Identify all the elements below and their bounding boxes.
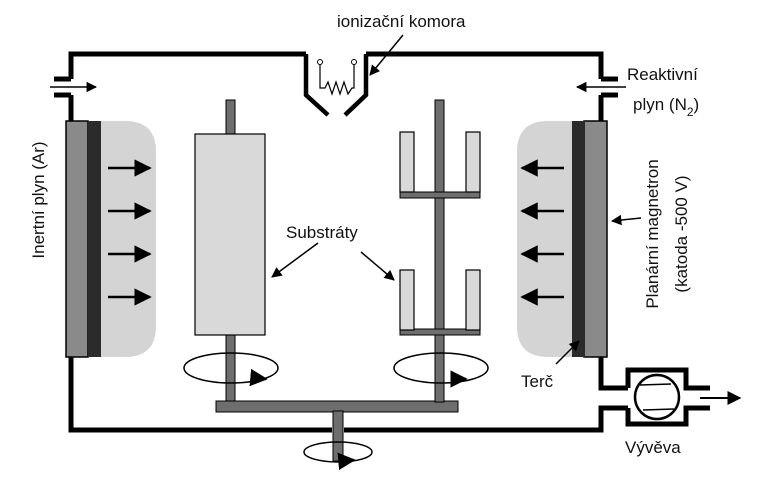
crossbar [215,400,459,413]
right-magnetron [517,120,608,358]
lower-tray [399,328,481,336]
rotation-indicators [183,352,489,471]
magnetron-label-line1: Planární magnetron [643,159,662,308]
left-target-plate [65,120,89,358]
reactive-gas-label-line1: Reaktivní [627,65,698,84]
filament-icon [319,63,355,96]
substrate-small [465,269,481,331]
substrate-leader-arrow-right [360,251,395,281]
right-target [572,121,585,357]
ionization-chamber [303,54,369,117]
ionization-leader-arrow [369,34,404,76]
target-label: Terč [521,372,554,391]
wall-top-left [68,51,306,79]
substrate-small [399,131,415,193]
magnetron-label-line2: (katoda -500 V) [672,175,691,292]
vacuum-pump [625,367,742,427]
rotation-ellipse-icon [393,352,489,384]
substrate-leader-arrow-left [271,242,319,278]
upper-tray [399,191,481,199]
rotation-ellipse-icon [183,352,279,384]
reactive-gas-label-line2: plyn (N2) [633,95,699,119]
left-rod-top [225,99,236,136]
left-rod-bottom [225,333,236,403]
target-leader-arrow [555,340,580,365]
inert-gas-label: Inertní plyn (Ar) [29,141,48,258]
right-target-plate [583,120,608,358]
substrates-label: Substráty [286,223,358,242]
right-rod [434,99,445,403]
large-substrate [194,133,266,336]
left-plasma [100,121,156,357]
pump-rotor-icon [633,373,681,421]
substrate-holder [215,99,481,462]
right-plasma [517,121,574,357]
substrate-small [399,269,415,331]
substrate-small [465,131,481,193]
ionization-chamber-label: ionizační komora [337,12,466,31]
left-target [88,121,101,357]
wall-top-right [366,51,604,79]
main-shaft [332,410,344,462]
substrates [194,131,481,336]
pump-label: Vývěva [625,438,681,457]
wall-bottom-right [344,405,628,433]
left-magnetron [65,120,156,358]
magnetron-leader-arrow [610,214,642,226]
